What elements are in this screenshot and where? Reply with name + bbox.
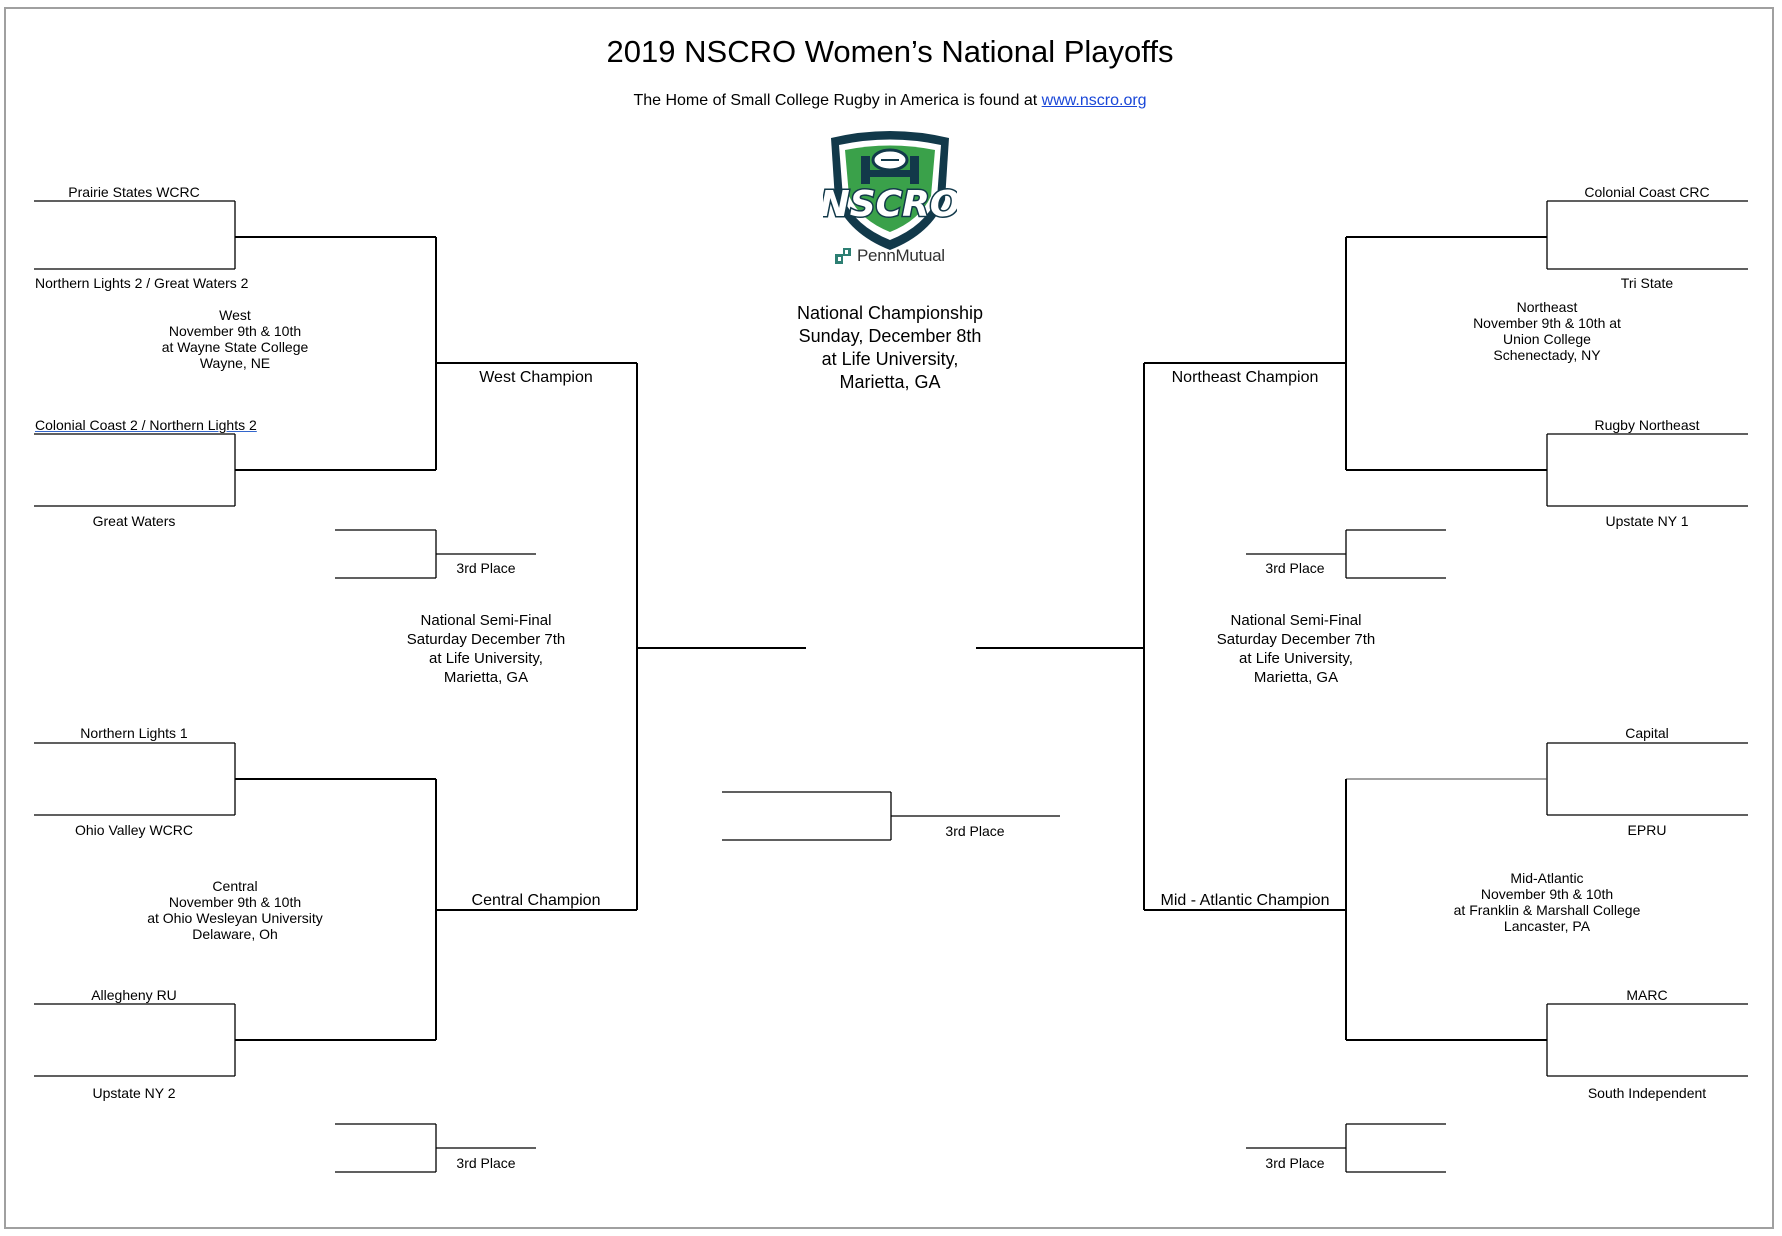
championship-third-place-label: 3rd Place — [945, 823, 1005, 839]
team-label: Tri State — [1620, 275, 1674, 291]
team-label: Prairie States WCRC — [68, 184, 200, 200]
team-label: Rugby Northeast — [1594, 417, 1700, 433]
team-label: Colonial Coast CRC — [1584, 184, 1710, 200]
semifinal-info: National Semi-Final Saturday December 7t… — [1216, 612, 1376, 686]
third-place-label: 3rd Place — [456, 1155, 516, 1171]
team-label: Colonial Coast 2 / Northern Lights 2 — [35, 417, 257, 433]
team-label: Ohio Valley WCRC — [75, 822, 193, 838]
team-label: South Independent — [1587, 1085, 1707, 1101]
regional-info: West November 9th & 10th at Wayne State … — [161, 307, 309, 371]
champion-label: Mid - Atlantic Champion — [1160, 892, 1330, 909]
nscro-shield-logo-icon: NSCRO — [823, 131, 957, 250]
third-place-label: 3rd Place — [1265, 560, 1325, 576]
sponsor-name: PennMutual — [857, 246, 945, 265]
team-label: Upstate NY 2 — [92, 1085, 176, 1101]
team-label: EPRU — [1627, 822, 1667, 838]
champion-label: West Champion — [479, 369, 593, 386]
team-label: Great Waters — [92, 513, 176, 529]
pennmutual-mark-icon — [835, 248, 851, 264]
third-place-label: 3rd Place — [1265, 1155, 1325, 1171]
championship-info: National Championship Sunday, December 8… — [796, 303, 984, 392]
semifinal-info: National Semi-Final Saturday December 7t… — [406, 612, 566, 686]
third-place-label: 3rd Place — [456, 560, 516, 576]
team-label: Upstate NY 1 — [1605, 513, 1689, 529]
team-label: Northern Lights 2 / Great Waters 2 — [35, 275, 249, 291]
nscro-website-link[interactable]: www.nscro.org — [1041, 92, 1147, 109]
champion-label: Northeast Champion — [1171, 369, 1319, 386]
team-label: MARC — [1626, 987, 1668, 1003]
team-label: Capital — [1625, 725, 1669, 741]
champion-label: Central Champion — [471, 892, 601, 909]
page-title: 2019 NSCRO Women’s National Playoffs — [606, 34, 1174, 69]
regional-info: Central November 9th & 10th at Ohio Wesl… — [147, 878, 323, 942]
regional-info: Mid-Atlantic November 9th & 10th at Fran… — [1453, 870, 1641, 934]
subtitle-text: The Home of Small College Rugby in Ameri… — [633, 92, 1038, 109]
logo-text: NSCRO — [823, 184, 957, 225]
regional-info: Northeast November 9th & 10th at Union C… — [1473, 299, 1621, 363]
sponsor-logo: PennMutual — [833, 246, 945, 266]
team-label: Northern Lights 1 — [80, 725, 188, 741]
team-label: Allegheny RU — [91, 987, 177, 1003]
page-subtitle: The Home of Small College Rugby in Ameri… — [633, 92, 1146, 110]
